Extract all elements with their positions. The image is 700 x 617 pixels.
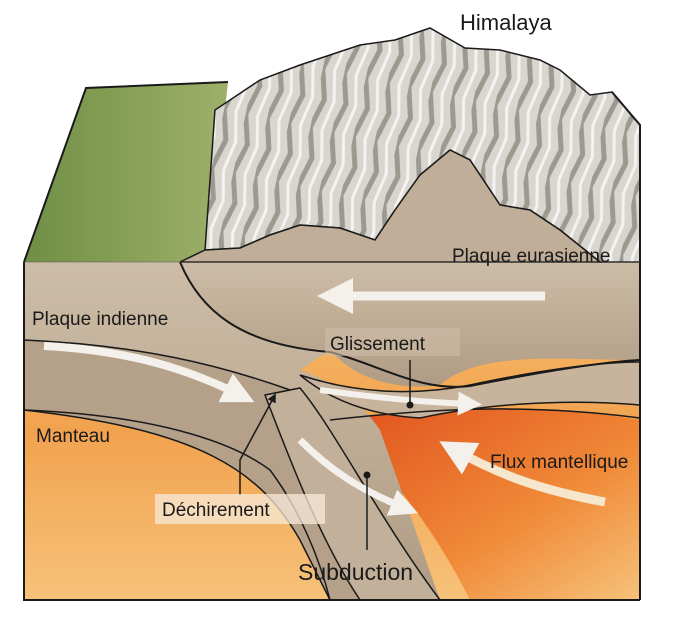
label-plaque-eurasienne: Plaque eurasienne: [452, 246, 610, 267]
mantle-boundary-line: [23, 409, 331, 601]
subduction-arrow: [297, 437, 418, 516]
label-subduction: Subduction: [298, 559, 413, 585]
indian-motion-arrow: [43, 342, 255, 403]
mantle-hot-zone: [330, 408, 640, 600]
block-outline: [23, 81, 640, 601]
label-manteau: Manteau: [36, 426, 110, 447]
glissement-label-bg: [325, 328, 460, 356]
mountain-foot: [179, 149, 603, 263]
dechirement-label-bg: [155, 494, 325, 524]
glissement-dot: [406, 401, 414, 409]
label-glissement: Glissement: [330, 334, 426, 355]
mantle-flux-arrow: [439, 441, 606, 507]
subduction-dot: [363, 471, 371, 479]
indian-plain-surface: [24, 82, 228, 262]
plate-boundary-line: [179, 261, 641, 388]
label-flux-mantellique: Flux mantellique: [490, 452, 628, 473]
label-dechirement: Déchirement: [162, 500, 270, 521]
block-right-edge: [611, 91, 641, 600]
glissement-arrow: [319, 387, 482, 416]
dechirement-pointer: [239, 393, 276, 495]
label-plaque-indienne: Plaque indienne: [32, 309, 168, 330]
label-himalaya: Himalaya: [460, 10, 552, 35]
